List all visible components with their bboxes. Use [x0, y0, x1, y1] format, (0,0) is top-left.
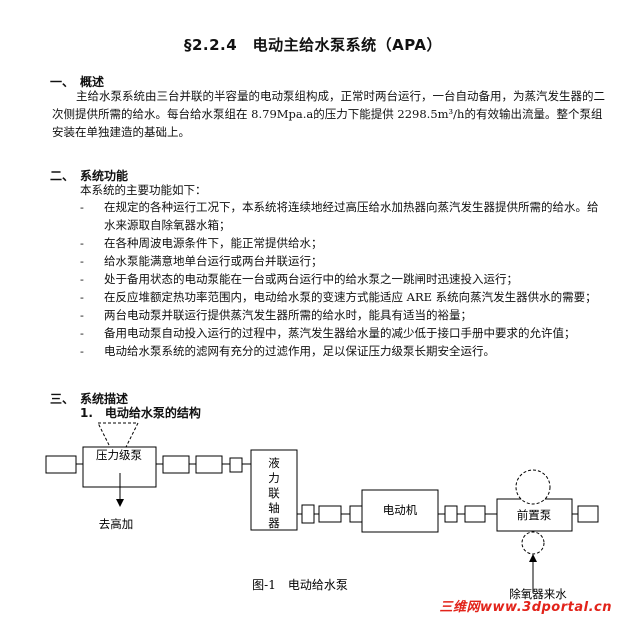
pressure-pump-label: 压力级泵 [96, 448, 142, 462]
shaft-segment [318, 505, 342, 523]
shaft-stub [349, 505, 363, 523]
figure-caption: 图-1 电动给水泵 [252, 578, 348, 592]
coupling-label-2: 力 [268, 471, 280, 485]
section-1-heading: 一、 概述 [50, 75, 105, 89]
list-item: -在各种周波电源条件下，能正常提供给水； [80, 236, 323, 250]
motor-box [361, 489, 439, 533]
pipe-segment [45, 455, 77, 474]
booster-bottom-dashed-circle [521, 531, 545, 555]
function-list: -在规定的各种运行工况下，本系统将连续地经过高压给水加热器向蒸汽发生器提供所需的… [80, 198, 600, 360]
shaft-stub [444, 505, 458, 523]
up-arrow-icon [529, 554, 537, 562]
booster-pump-label: 前置泵 [517, 508, 552, 522]
section-3-heading: 三、 系统描述 [50, 392, 129, 406]
list-item: -在反应堆额定热功率范围内，电动给水泵的变速方式能适应 ARE 系统向蒸汽发生器… [80, 290, 597, 304]
coupling-label-5: 器 [268, 516, 280, 530]
watermark: 三维网www.3dportal.cn [439, 600, 612, 615]
list-item: -电动给水泵系统的滤网有充分的过滤作用，足以保证压力级泵长期安全运行。 [80, 344, 495, 358]
pipe-segment [195, 455, 223, 474]
list-item: -处于备用状态的电动泵能在一台或两台运行中的给水泵之一跳闸时迅速投入运行； [80, 272, 518, 286]
list-item: -备用电动泵自动投入运行的过程中，蒸汽发生器给水量的减少低于接口手册中要求的允许… [80, 326, 576, 340]
coupling-stub [229, 457, 243, 473]
to-hp-heater-label: 去高加 [99, 517, 134, 531]
list-item: -在规定的各种运行工况下，本系统将连续地经过高压给水加热器向蒸汽发生器提供所需的… [80, 200, 599, 232]
motor-label: 电动机 [383, 503, 418, 517]
pipe-segment [577, 505, 599, 523]
coupling-label-4: 轴 [268, 501, 280, 515]
deaerator-label: 除氧器来水 [509, 587, 567, 601]
shaft-segment [464, 505, 486, 523]
coupling-label-1: 液 [268, 456, 280, 470]
list-item: -给水泵能满意地单台运行或两台并联运行； [80, 254, 323, 268]
list-item: -两台电动泵并联运行提供蒸汽发生器所需的给水时，能具有适当的裕量； [80, 308, 472, 322]
shaft-stub [301, 504, 315, 524]
coupling-label-3: 联 [268, 486, 280, 500]
section-3-subheading: 1. 电动给水泵的结构 [80, 406, 201, 420]
section-2-heading: 二、 系统功能 [50, 169, 129, 183]
page-title: §2.2.4 电动主给水泵系统（APA） [183, 36, 443, 54]
pump-diagram: 压力级泵 液 力 联 轴 器 电动机 前置泵 去高加 图-1 电动给水泵 除氧器… [45, 422, 599, 601]
inlet-funnel [97, 422, 139, 448]
pipe-segment [162, 455, 190, 474]
section-2-intro: 本系统的主要功能如下： [80, 183, 207, 197]
booster-top-dashed-circle [515, 469, 551, 505]
down-arrow-icon [116, 499, 124, 507]
hydraulic-coupling-box [250, 449, 298, 531]
section-1-text: 主给水泵系统由三台并联的半容量的电动泵组构成，正常时两台运行，一台自动备用，为蒸… [52, 89, 605, 139]
